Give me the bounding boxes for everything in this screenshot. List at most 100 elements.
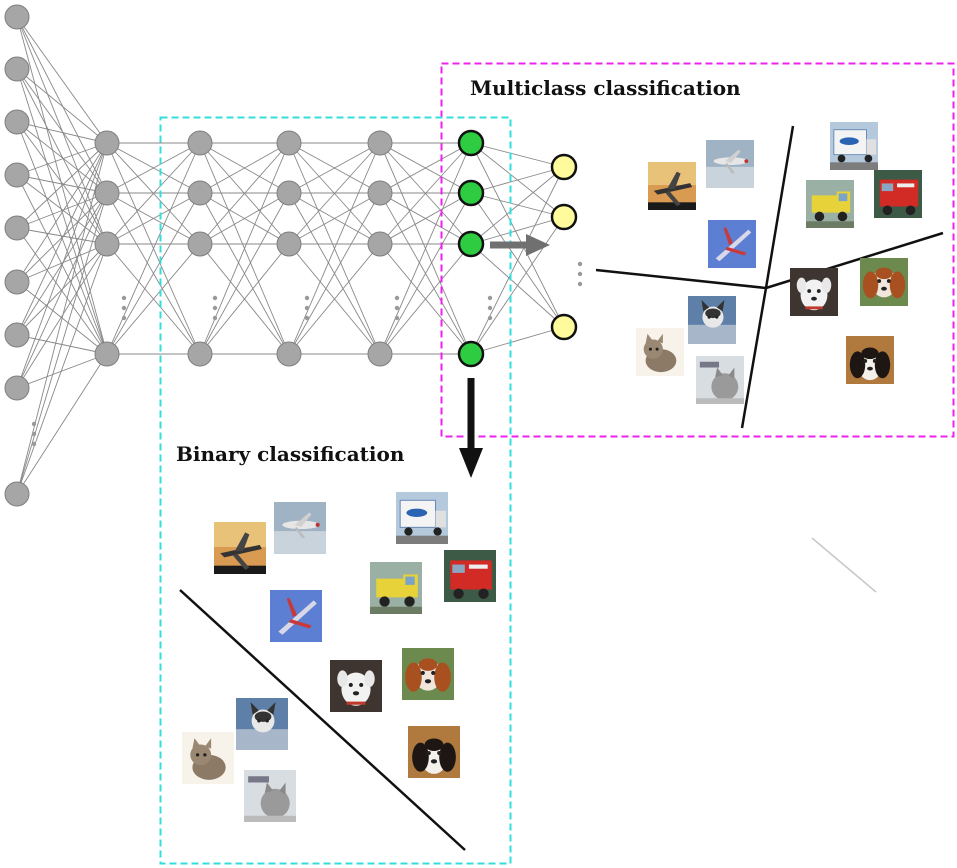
airplane-image [274,502,326,554]
network-edge [16,142,108,283]
network-edge [16,142,108,495]
output-node [550,313,578,341]
hidden-node [367,130,393,156]
hidden-node [187,180,213,206]
ellipsis-dot [304,315,310,321]
ellipsis-dots [31,261,583,447]
cat-image [636,328,684,376]
network-edge [470,142,565,328]
feature-node [457,340,485,368]
input-node [4,109,30,135]
network-edge [16,68,108,144]
network-edge [16,68,108,245]
network-edge [470,166,565,245]
hidden-node [276,180,302,206]
dog-image [402,648,454,700]
truck-image [396,492,448,544]
network-edge [379,142,472,245]
dog-image [790,268,838,316]
black-arrow [459,378,483,478]
hidden-node [94,130,120,156]
hidden-node [94,341,120,367]
dog-image [330,660,382,712]
binary-thumbnails [182,492,496,822]
network-edge [16,121,108,194]
cat-image [696,356,744,404]
binary-classification-label: Binary classification [176,442,405,466]
airplane-image [214,522,266,574]
network-edge [106,192,201,245]
network-edge [199,243,290,355]
network-edge [16,174,108,194]
network-edge [16,353,108,495]
input-node [4,4,30,30]
network-edge [379,142,472,194]
network-edge [288,142,381,355]
output-node [550,203,578,231]
ellipsis-dot [31,431,37,437]
cat-image [244,770,296,822]
hidden-node [367,231,393,257]
network-edge [16,142,108,229]
input-node [4,215,30,241]
truck-image [874,170,922,218]
ellipsis-dot [487,315,493,321]
ellipsis-dot [212,305,218,311]
ellipsis-dot [212,315,218,321]
network-edge [379,192,472,355]
network-nodes [4,4,578,507]
input-node [4,322,30,348]
network-edge [379,192,472,245]
ellipsis-dot [121,315,127,321]
network-edge [16,243,108,283]
network-edge [470,216,565,245]
network-edge [106,142,201,194]
hidden-node [367,180,393,206]
network-edge [16,68,108,355]
cat-image [688,296,736,344]
ellipsis-dot [487,295,493,301]
network-edge [470,166,565,194]
ellipsis-dot [394,295,400,301]
ellipsis-dot [577,271,583,277]
airplane-image [706,140,754,188]
hidden-node [276,231,302,257]
network-edge [16,142,108,389]
ellipsis-dot [577,261,583,267]
network-edge [16,192,108,229]
feature-node [457,129,485,157]
ellipsis-dot [304,305,310,311]
binary-boundary [179,589,466,851]
network-edge [16,243,108,495]
ellipsis-dot [577,281,583,287]
network-edge [106,243,201,355]
feature-node [457,230,485,258]
hidden-node [187,130,213,156]
input-node [4,375,30,401]
input-node [4,56,30,82]
network-edge [16,142,108,176]
ellipsis-dot [212,295,218,301]
hidden-node [187,231,213,257]
multiclass-classification-label: Multiclass classification [470,76,741,100]
network-edge [16,174,108,245]
airplane-image [648,162,696,210]
ellipsis-dot [121,295,127,301]
network-edge [16,227,108,245]
truck-image [806,180,854,228]
network-edge [379,243,472,355]
network-edge [16,192,108,283]
network-edge [16,16,108,144]
input-node [4,269,30,295]
network-edge [16,192,108,389]
network-edge [16,121,108,144]
network-edge [106,192,201,355]
multiclass-box [440,62,955,438]
truck-image [830,122,878,170]
network-edge [288,142,381,194]
hidden-node [94,180,120,206]
network-edge [16,68,108,194]
network-edge [16,142,108,336]
dog-image [846,336,894,384]
gray-arrow [490,234,550,256]
